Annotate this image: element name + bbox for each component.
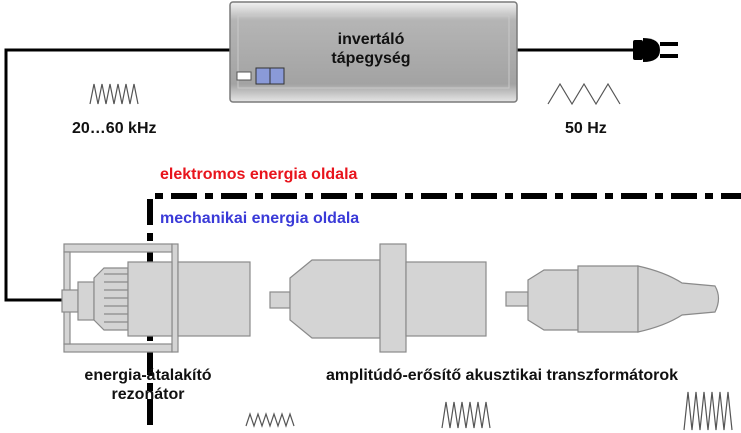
- converter-caption-line2: rezonátor: [111, 386, 185, 403]
- zigzag-waveform-icon: [89, 83, 139, 105]
- high-amplitude-waveform-icon: [683, 391, 733, 431]
- mechanical-side-label: mechanikai energia oldala: [160, 210, 360, 227]
- inverter-output-cable: [4, 48, 230, 302]
- booster-2: [505, 265, 720, 333]
- converter-caption-line1: energia-átalakító: [84, 367, 212, 384]
- power-plug-icon: [633, 38, 678, 62]
- low-amplitude-waveform-icon: [245, 412, 295, 428]
- medium-amplitude-waveform-icon: [441, 401, 491, 429]
- energy-divider-line: [147, 193, 741, 425]
- output-frequency-label: 20…60 kHz: [72, 120, 157, 137]
- inverter-label-line1: invertáló: [337, 31, 405, 48]
- boosters-caption: amplitúdó-erősítő akusztikai transzformá…: [326, 367, 679, 384]
- mains-frequency-label: 50 Hz: [565, 120, 607, 137]
- inverter-label: invertáló tápegység: [316, 30, 426, 68]
- converter-resonator: [61, 243, 251, 353]
- booster-1: [269, 243, 487, 353]
- electrical-side-label: elektromos energia oldala: [160, 166, 358, 183]
- inverter-label-line2: tápegység: [331, 50, 411, 67]
- inverter-box: [229, 1, 518, 103]
- triangle-waveform-icon: [547, 82, 621, 106]
- converter-caption: energia-átalakító rezonátor: [70, 366, 226, 404]
